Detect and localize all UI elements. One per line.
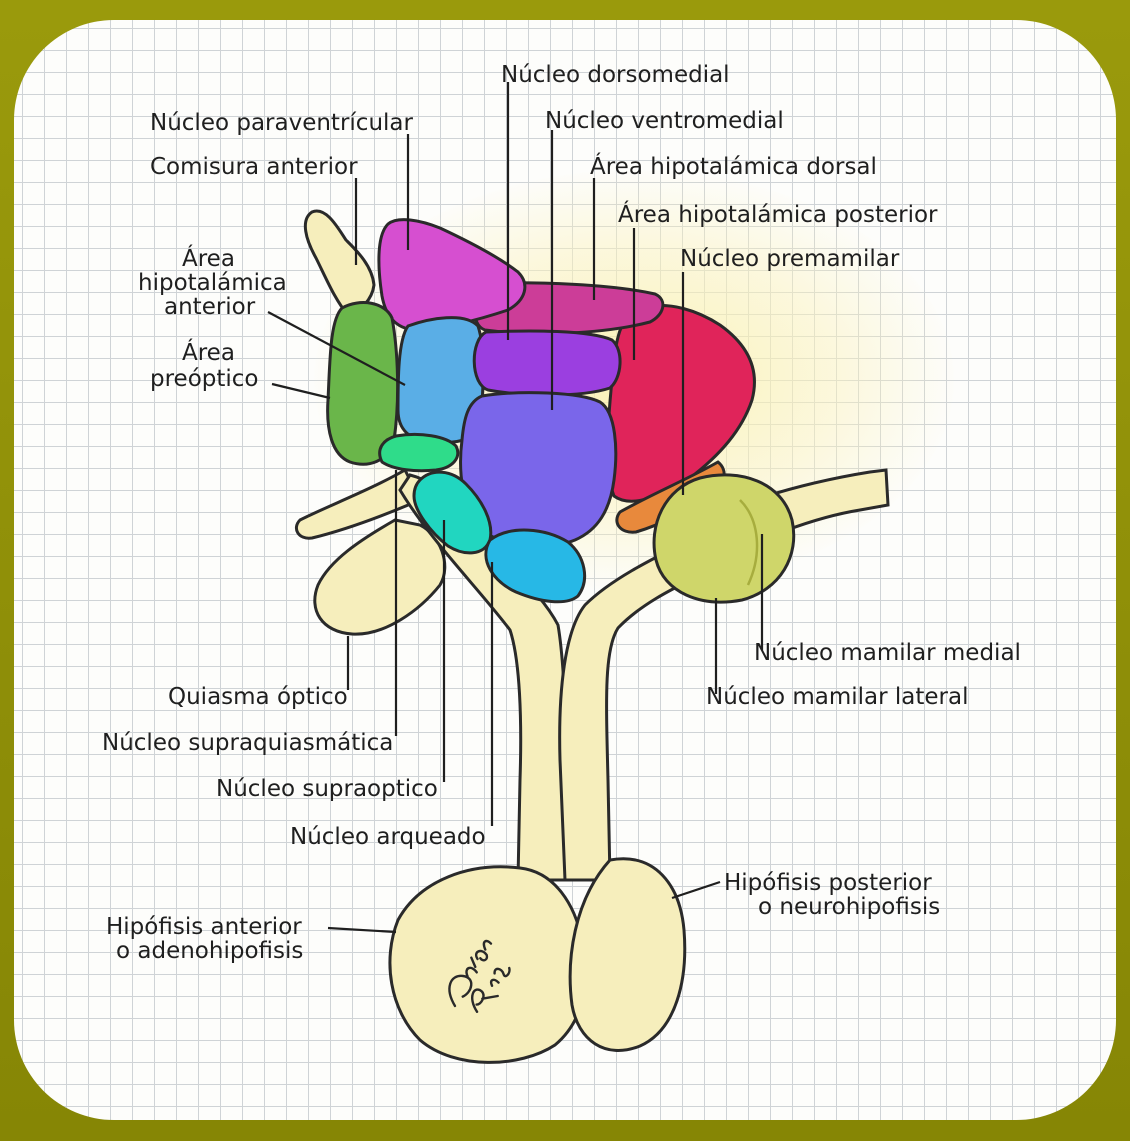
label-arqueado: Núcleo arqueado bbox=[290, 824, 486, 850]
dorsomedial-nucleus bbox=[472, 329, 622, 397]
optic-nerve bbox=[295, 467, 423, 540]
nuclei bbox=[326, 218, 796, 604]
posterior-pituitary bbox=[568, 857, 687, 1052]
mamillary-medial-ridge bbox=[739, 499, 759, 586]
posterior-hypothalamic-area bbox=[606, 303, 756, 503]
labels: Núcleo dorsomedial Núcleo paraventrícula… bbox=[102, 62, 1021, 964]
leader-hip-anterior bbox=[327, 926, 397, 934]
label-mamilar-medial: Núcleo mamilar medial bbox=[754, 640, 1021, 666]
label-preoptico-2: preóptico bbox=[150, 366, 259, 392]
label-hip-posterior-2: o neurohipofisis bbox=[758, 894, 940, 920]
label-hip-anterior-2: o adenohipofisis bbox=[116, 938, 303, 964]
label-mamilar-lateral: Núcleo mamilar lateral bbox=[706, 684, 969, 710]
leader-lines bbox=[267, 82, 764, 934]
label-hipo-anterior-2: hipotalámica bbox=[138, 270, 287, 296]
label-paraventricular: Núcleo paraventrícular bbox=[150, 110, 414, 136]
arcuate-nucleus bbox=[484, 528, 587, 604]
optic-chiasm bbox=[313, 518, 447, 636]
label-ventromedial: Núcleo ventromedial bbox=[545, 108, 784, 134]
label-preoptico-1: Área bbox=[182, 338, 235, 366]
label-hip-posterior-1: Hipófisis posterior bbox=[724, 870, 932, 896]
anterior-pituitary bbox=[388, 865, 587, 1064]
label-hipo-anterior-3: anterior bbox=[164, 294, 256, 320]
preoptic-area bbox=[326, 301, 400, 466]
label-hip-anterior-1: Hipófisis anterior bbox=[106, 914, 302, 940]
label-premamilar: Núcleo premamilar bbox=[680, 246, 900, 272]
leader-hip-posterior bbox=[671, 880, 721, 900]
supraoptic-nucleus bbox=[412, 470, 493, 555]
mamillary-body bbox=[652, 473, 796, 604]
infundibulum-right bbox=[558, 537, 702, 882]
label-supraquiasmatica: Núcleo supraquiasmática bbox=[102, 730, 393, 756]
leader-hipo-anterior bbox=[267, 311, 406, 386]
label-dorsomedial: Núcleo dorsomedial bbox=[501, 62, 730, 88]
label-quiasma: Quiasma óptico bbox=[168, 684, 348, 710]
suprachiasmatic-nucleus bbox=[378, 432, 460, 473]
label-supraoptico: Núcleo supraoptico bbox=[216, 776, 438, 802]
label-hipo-dorsal: Área hipotalámica dorsal bbox=[590, 152, 877, 180]
label-comisura: Comisura anterior bbox=[150, 154, 358, 180]
label-hipo-posterior: Área hipotalámica posterior bbox=[618, 200, 938, 228]
ventromedial-nucleus bbox=[459, 391, 618, 549]
anterior-commissure bbox=[303, 209, 376, 317]
label-hipo-anterior-1: Área bbox=[182, 244, 235, 272]
artist-signature bbox=[448, 939, 511, 1013]
leader-preoptico bbox=[271, 382, 331, 400]
